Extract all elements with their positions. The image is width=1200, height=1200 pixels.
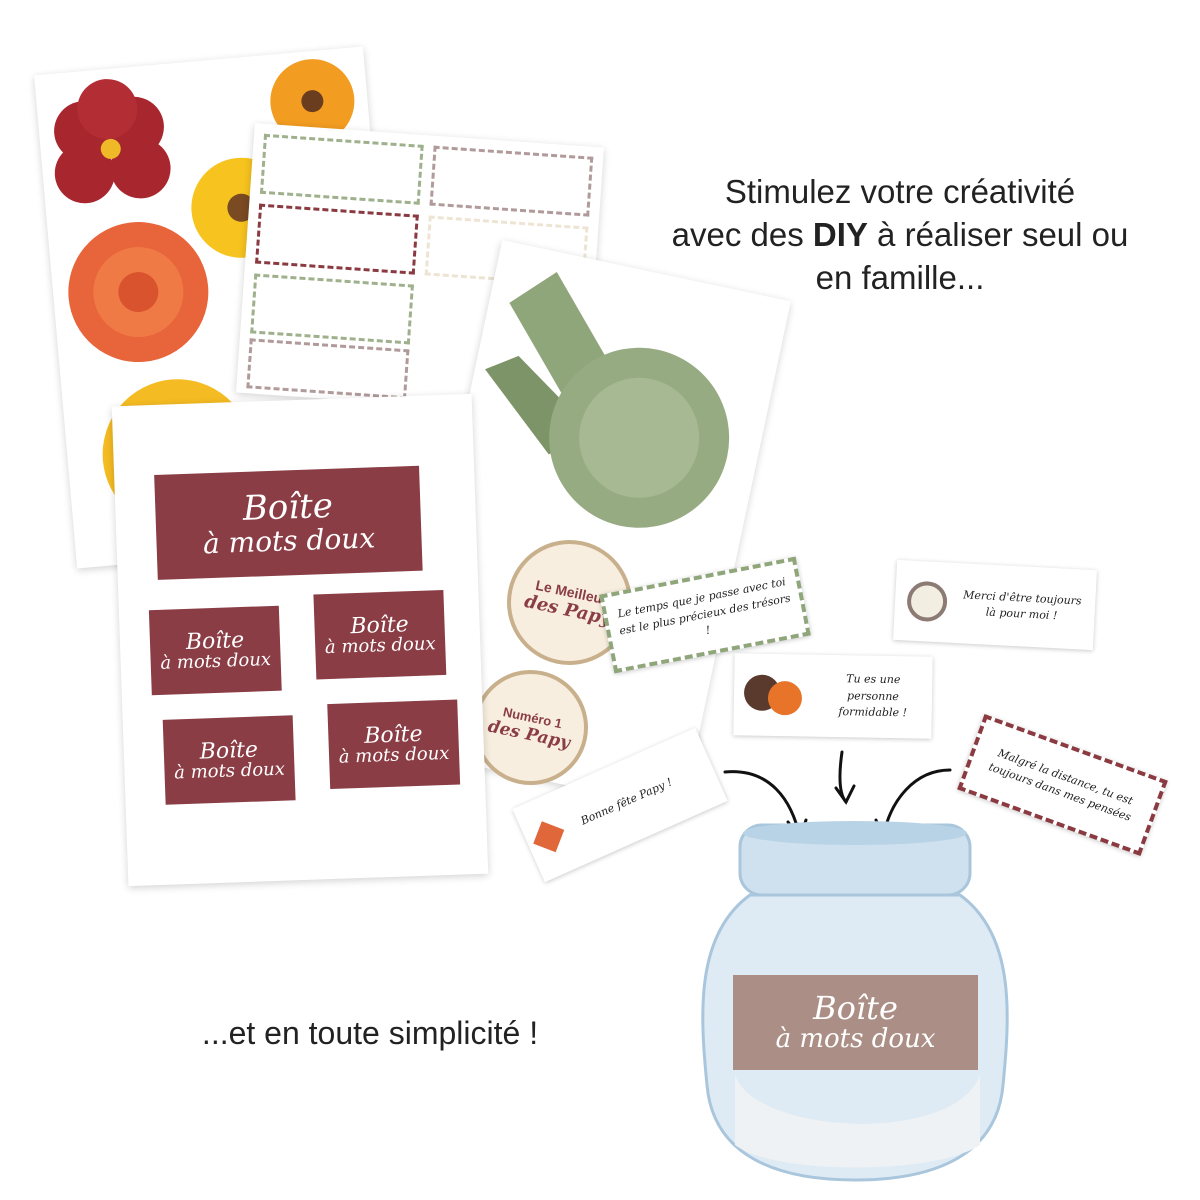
kite-icon bbox=[533, 821, 565, 853]
tag-frame bbox=[246, 338, 410, 400]
headline-line: avec des DIY à réaliser seul ou bbox=[620, 213, 1180, 256]
note-card: Merci d'être toujours là pour moi ! bbox=[893, 559, 1097, 651]
main-label: Boîte à mots doux bbox=[154, 465, 423, 580]
note-text: Le temps que je passe avec toi est le pl… bbox=[616, 575, 792, 638]
pocket-watch-icon bbox=[906, 580, 949, 623]
headline: Stimulez votre créativité avec des DIY à… bbox=[620, 170, 1180, 299]
rosette-illustration bbox=[485, 272, 730, 528]
jar-label: Boîte à mots doux bbox=[733, 975, 978, 1070]
label-text: à mots doux bbox=[173, 758, 286, 784]
note-text: Bonne fête Papy ! bbox=[578, 775, 674, 828]
label-text: Boîte bbox=[242, 485, 334, 529]
note-text: Merci d'être toujours là pour moi ! bbox=[962, 587, 1083, 623]
tag-frame bbox=[429, 145, 594, 217]
headline-line: Stimulez votre créativité bbox=[724, 173, 1076, 210]
tag-frame bbox=[259, 133, 424, 205]
headline-bold: DIY bbox=[812, 216, 868, 253]
label-text: à mots doux bbox=[338, 742, 450, 768]
label-text: à mots doux bbox=[324, 632, 436, 658]
headline-text: à réaliser seul ou bbox=[867, 216, 1129, 253]
buttons-icon bbox=[743, 674, 807, 716]
note-card: Tu es une personne formidable ! bbox=[733, 653, 933, 739]
jar-label-text: à mots doux bbox=[775, 1023, 936, 1054]
headline-line: en famille... bbox=[815, 259, 985, 296]
jar-label-text: Boîte bbox=[813, 989, 898, 1028]
note-text: Tu es une personne formidable ! bbox=[838, 672, 908, 720]
tag-frame bbox=[255, 203, 419, 275]
headline-text: avec des bbox=[671, 216, 813, 253]
tag-frame bbox=[250, 273, 414, 345]
label-text: à mots doux bbox=[160, 648, 272, 674]
tagline: ...et en toute simplicité ! bbox=[201, 1015, 539, 1051]
rosette-sheet bbox=[394, 240, 791, 810]
label-text: à mots doux bbox=[202, 520, 376, 560]
